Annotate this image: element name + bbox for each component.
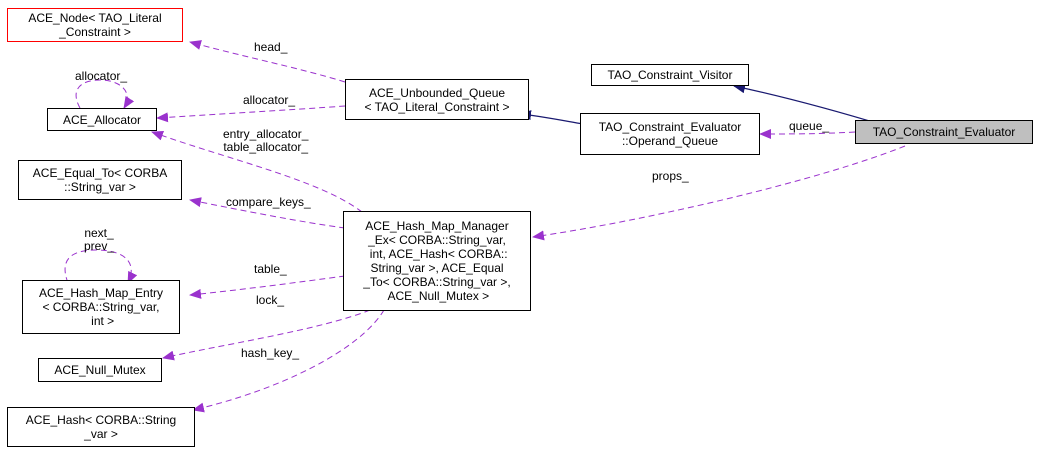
node-hash-map-manager[interactable]: ACE_Hash_Map_Manager _Ex< CORBA::String_…: [343, 211, 531, 311]
edge-props: [532, 145, 906, 241]
label-allocator-self: allocator_: [75, 69, 128, 83]
label-hash-key: hash_key_: [241, 346, 300, 360]
label-props: props_: [652, 169, 689, 183]
label-next-prev: next_ prev_: [84, 226, 115, 253]
edge-entry-allocator: [151, 131, 363, 213]
node-ace-equal-to[interactable]: ACE_Equal_To< CORBA ::String_var >: [18, 160, 182, 200]
edge-inherit-queue: [519, 110, 584, 125]
node-hash-map-entry[interactable]: ACE_Hash_Map_Entry < CORBA::String_var, …: [22, 280, 180, 334]
label-queue: queue_: [789, 119, 830, 133]
node-ace-allocator[interactable]: ACE_Allocator: [47, 108, 157, 131]
label-head: head_: [254, 40, 288, 54]
node-tao-constraint-visitor[interactable]: TAO_Constraint_Visitor: [591, 64, 749, 86]
edge-head: [189, 40, 346, 83]
label-allocator: allocator_: [243, 93, 296, 107]
label-compare-keys: compare_keys_: [226, 195, 311, 209]
node-ace-hash[interactable]: ACE_Hash< CORBA::String _var >: [7, 407, 195, 447]
edge-queue: [759, 128, 856, 139]
node-operand-queue[interactable]: TAO_Constraint_Evaluator ::Operand_Queue: [580, 113, 760, 155]
edge-allocator-self: [75, 79, 135, 109]
edge-next-prev: [64, 249, 138, 284]
node-ace-null-mutex[interactable]: ACE_Null_Mutex: [38, 358, 162, 382]
edge-allocator: [156, 105, 346, 123]
edge-hash-key: [192, 309, 385, 413]
label-entry-allocator: entry_allocator_ table_allocator_: [223, 127, 309, 154]
node-tao-constraint-evaluator[interactable]: TAO_Constraint_Evaluator: [855, 120, 1033, 144]
node-ace-node[interactable]: ACE_Node< TAO_Literal _Constraint >: [7, 8, 183, 42]
label-lock: lock_: [256, 293, 285, 307]
node-ace-unbounded-queue[interactable]: ACE_Unbounded_Queue < TAO_Literal_Constr…: [345, 79, 529, 120]
edge-lock: [162, 309, 371, 361]
label-table: table_: [254, 262, 287, 276]
